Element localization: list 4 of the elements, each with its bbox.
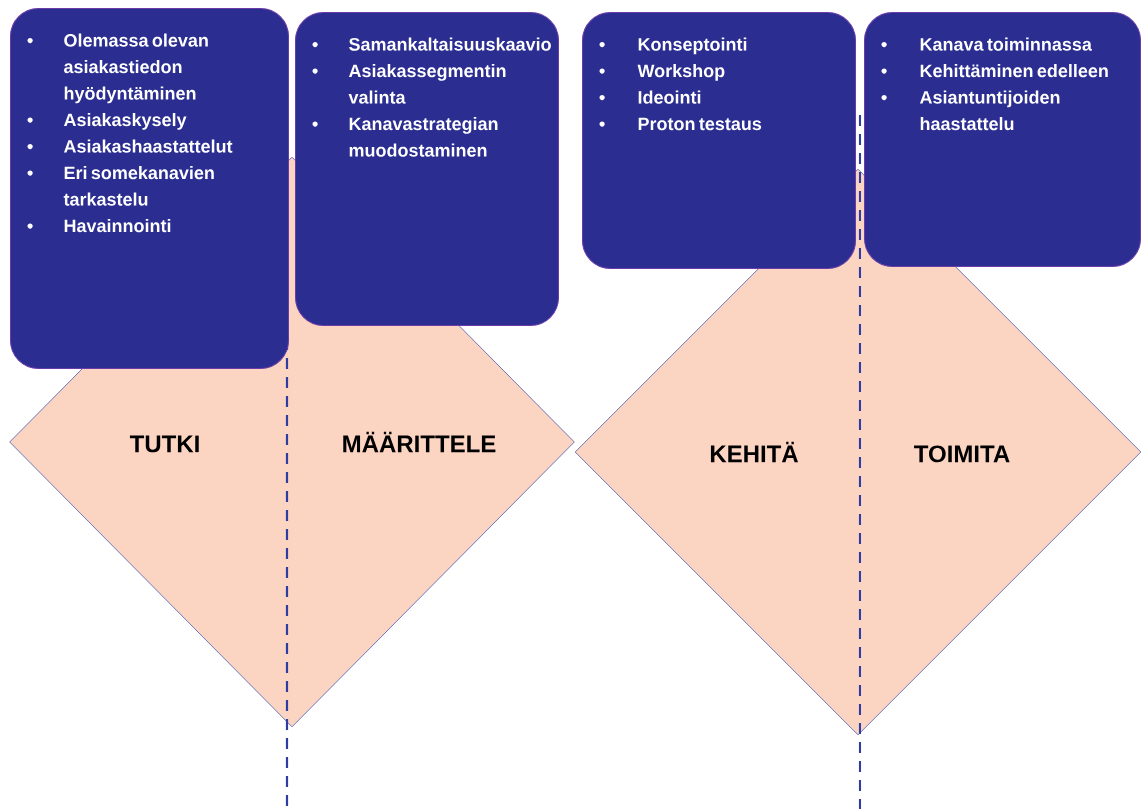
text-box: Olemassa olevan asiakastiedon hyödyntäminen Asiakaskysely Asiakashaastattelut Eri somekanavien tarkastelu Havainnointi — [10, 8, 289, 369]
text-box: Kanava toiminnassa Kehittäminen edelleen Asiantuntijoiden haastattelu — [864, 12, 1141, 267]
text-box: Konseptointi Workshop Ideointi Proton testaus — [582, 12, 856, 269]
text-box: Samankaltaisuuskaavio Asiakassegmentin valinta Kanavastrategian muodostaminen — [295, 12, 559, 326]
